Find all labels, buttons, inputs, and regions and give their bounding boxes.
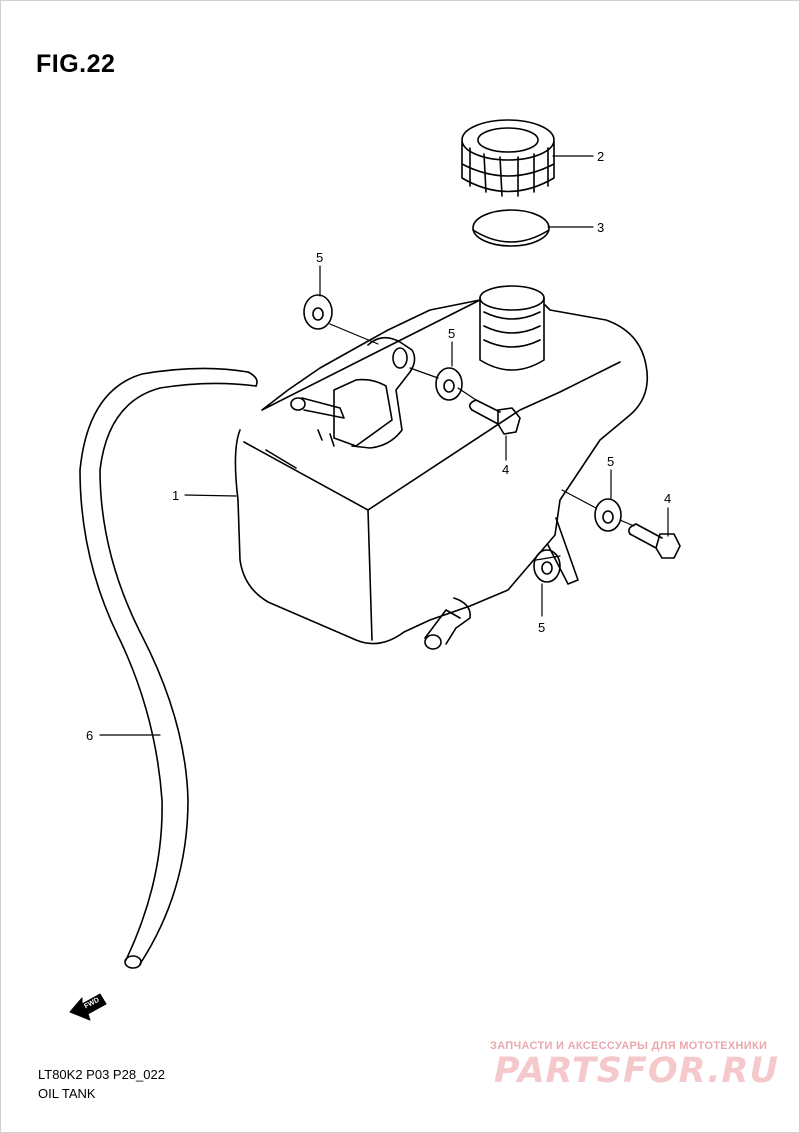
figure-code: LT80K2 P03 P28_022 [38,1067,165,1082]
oil-tank-part[interactable] [234,285,649,650]
callout-2: 2 [597,149,604,164]
callout-5: 5 [316,250,323,265]
callout-4: 4 [664,491,671,506]
callout-6: 6 [86,728,93,743]
fwd-arrow-icon: FWD [69,993,107,1021]
figure-title: FIG.22 [36,50,116,78]
callout-5: 5 [448,326,455,341]
callout-3: 3 [597,220,604,235]
callout-4: 4 [502,462,509,477]
washer-part[interactable] [594,498,622,532]
breather-hose-part[interactable] [79,367,258,969]
callout-1: 1 [172,488,179,503]
bolt-part[interactable] [468,399,521,435]
filler-cap-part[interactable] [461,119,555,197]
watermark-logo: PARTSFOR.RU [494,1051,779,1091]
cap-gasket-part[interactable] [472,209,550,247]
callout-5: 5 [607,454,614,469]
washer-part[interactable] [303,294,333,330]
bolt-part[interactable] [628,523,681,559]
callout-5: 5 [538,620,545,635]
assembly-lines [329,323,635,561]
figure-name: OIL TANK [38,1086,96,1101]
watermark-caption: ЗАПЧАСТИ И АКСЕССУАРЫ ДЛЯ МОТОТЕХНИКИ [490,1040,768,1052]
leader-lines [99,155,669,736]
washer-part[interactable] [435,367,463,401]
washer-part[interactable] [533,549,561,583]
